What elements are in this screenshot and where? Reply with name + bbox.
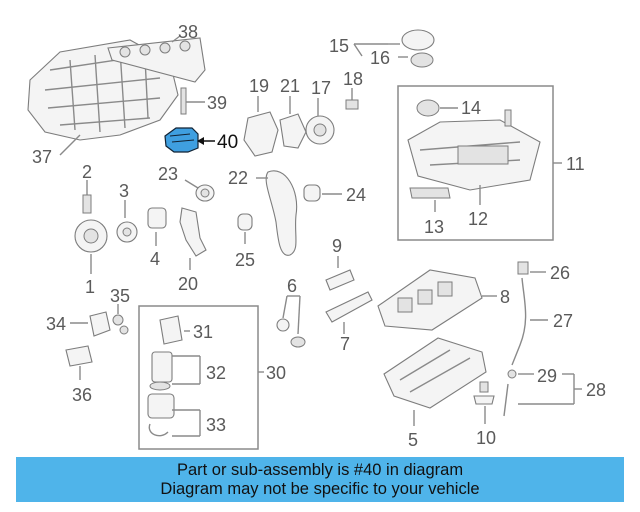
callout-20: 20 [178,274,198,294]
callout-31: 31 [193,322,213,342]
part-valve-cover [407,99,562,212]
part-36 [65,345,93,380]
callout-32: 32 [206,363,226,383]
parts-diagram: 37 38 39 40 2 1 3 4 [27,22,606,450]
part-oil-pan [383,337,487,426]
callout-17: 17 [311,78,331,98]
part-40-highlighted[interactable] [164,127,215,153]
callout-13: 13 [424,217,444,237]
callout-34: 34 [46,314,66,334]
part-bolt-39 [180,87,205,115]
callout-29: 29 [537,366,557,386]
callout-39: 39 [207,93,227,113]
callout-33: 33 [206,415,226,435]
callout-23: 23 [158,164,178,184]
callout-4: 4 [150,249,160,269]
callout-15: 15 [329,36,349,56]
callout-37: 37 [32,147,52,167]
callout-38: 38 [178,22,198,42]
callout-26: 26 [550,263,570,283]
part-oil-cap [353,29,435,68]
callout-35: 35 [110,286,130,306]
part-7 [325,291,373,334]
part-manifold-gasket [107,35,206,83]
callout-40: 40 [217,132,238,153]
part-oil-filter-group [147,315,264,437]
part-34 [70,311,111,337]
callout-3: 3 [119,181,129,201]
callout-7: 7 [340,334,350,354]
part-25 [237,213,253,244]
part-35 [112,304,129,335]
part-sprocket-3 [116,200,138,243]
banner-line-2: Diagram may not be specific to your vehi… [160,480,480,498]
callout-1: 1 [85,277,95,297]
callout-22: 22 [228,168,248,188]
callout-28: 28 [586,380,606,400]
callout-18: 18 [343,69,363,89]
banner-line-1: Part or sub-assembly is #40 in diagram [176,461,464,479]
part-oil-pan-gasket [377,269,497,331]
part-timing-cover [243,96,279,157]
callout-11: 11 [566,154,585,174]
callout-21: 21 [280,76,300,96]
callout-8: 8 [500,287,510,307]
part-gear-4 [147,207,167,246]
callout-9: 9 [332,236,342,256]
callout-6: 6 [287,276,297,296]
part-6 [276,295,306,348]
callout-24: 24 [346,185,366,205]
callout-19: 19 [249,76,269,96]
group-box-30 [138,305,259,450]
part-idler-24 [303,184,342,202]
part-cam-gear [305,98,335,145]
callout-30: 30 [266,363,286,383]
callout-25: 25 [235,250,255,270]
part-29 [503,369,582,417]
part-bolt-2 [82,180,92,214]
part-drain-plug [473,381,495,424]
part-pulley [74,219,108,274]
part-seal-23 [184,179,215,202]
callout-12: 12 [468,209,488,229]
info-banner: Part or sub-assembly is #40 in diagram D… [16,457,624,502]
callout-14: 14 [461,98,481,118]
callout-10: 10 [476,428,496,448]
part-dipstick [511,261,548,366]
callout-5: 5 [408,430,418,450]
callout-2: 2 [82,162,92,182]
part-21 [279,96,307,149]
part-tensioner-arm [179,207,207,270]
callout-36: 36 [72,385,92,405]
part-timing-belt [256,170,298,256]
part-18 [345,88,359,110]
part-9 [325,256,355,291]
callout-16: 16 [370,48,390,68]
callout-27: 27 [553,311,573,331]
